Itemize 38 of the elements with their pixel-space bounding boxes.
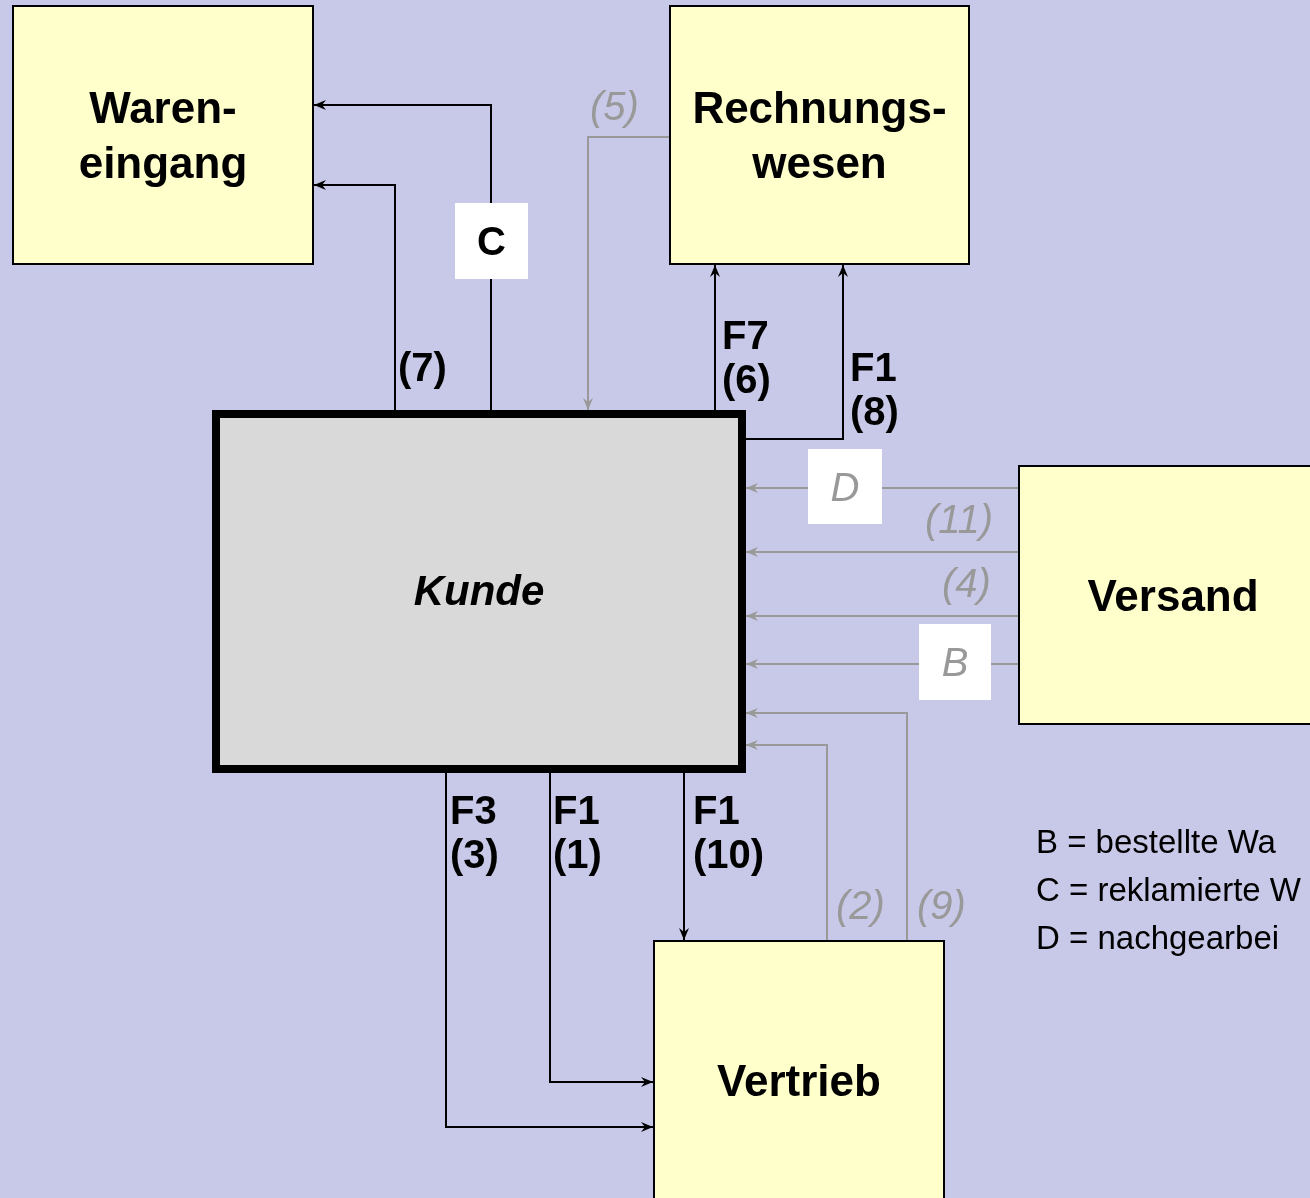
arrow: [583, 136, 670, 411]
edge-label: (5): [590, 84, 639, 128]
arrow: [745, 740, 828, 941]
legend-note: D = nachgearbei: [1036, 919, 1280, 957]
edge-label: B: [919, 624, 991, 700]
arrow: [445, 772, 654, 1132]
arrow: [745, 547, 1019, 557]
entity-box: [212, 410, 746, 773]
box-title: Rechnungs- wesen: [691, 82, 948, 189]
edge-label: (4): [942, 561, 991, 605]
arrow: [745, 708, 908, 941]
arrow: [679, 772, 689, 941]
department-box: [1018, 465, 1310, 725]
arrow: [710, 264, 720, 411]
box-title: Vertrieb: [717, 1054, 881, 1107]
legend-note: B = bestellte Wa: [1036, 823, 1276, 861]
edge-label: (11): [925, 497, 994, 541]
arrow: [313, 180, 396, 411]
department-box: [669, 5, 970, 265]
arrow: [745, 611, 1019, 621]
edge-label: (2): [836, 883, 885, 927]
edge-label: (9): [917, 883, 966, 927]
edge-label: F1 (8): [850, 345, 899, 433]
legend-note: C = reklamierte W: [1036, 871, 1301, 909]
department-box: [12, 5, 314, 265]
edge-label: F7 (6): [722, 313, 771, 401]
department-box: [653, 940, 945, 1198]
edge-label: C: [455, 203, 528, 279]
box-title: Kunde: [413, 566, 545, 617]
arrow: [549, 772, 654, 1087]
box-title: Versand: [1087, 569, 1259, 622]
edge-label: D: [808, 449, 882, 524]
edge-label: (7): [398, 345, 447, 389]
box-title: Waren- eingang: [77, 82, 249, 189]
edge-label: F1 (10): [693, 788, 765, 876]
edge-label: F1 (1): [553, 788, 602, 876]
edge-label: F3 (3): [450, 788, 499, 876]
arrow: [745, 264, 848, 440]
